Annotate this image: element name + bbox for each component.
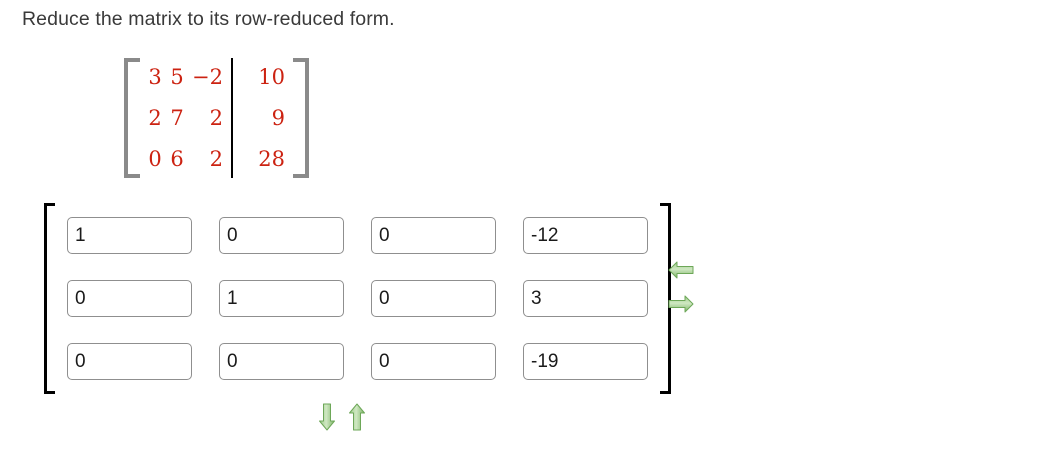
- matrix-input-r3c1[interactable]: [67, 343, 192, 380]
- given-cell-r3c2: 6: [170, 147, 184, 171]
- arrow-down-icon: [319, 403, 335, 431]
- given-matrix-column-1: 3 2 0: [144, 66, 166, 170]
- matrix-input-r2c3[interactable]: [371, 280, 496, 317]
- given-aug-r2: 9: [271, 106, 285, 130]
- add-column-arrow[interactable]: [668, 295, 694, 313]
- answer-row-1: [67, 217, 648, 254]
- arrow-left-icon: [668, 261, 694, 279]
- matrix-input-r3c4[interactable]: [523, 343, 648, 380]
- augmented-divider: [231, 58, 233, 178]
- given-cell-r1c1: 3: [148, 65, 162, 89]
- page-title: Reduce the matrix to its row-reduced for…: [22, 8, 395, 30]
- given-cell-r1c2: 5: [170, 65, 184, 89]
- remove-column-arrow[interactable]: [668, 261, 694, 279]
- given-matrix: 3 2 0 5 7 6 −2 2 2 10 9 28: [124, 58, 309, 178]
- arrow-right-icon: [668, 295, 694, 313]
- given-matrix-grid: 3 2 0 5 7 6 −2 2 2 10 9 28: [140, 58, 293, 178]
- column-controls: [668, 261, 694, 313]
- matrix-input-r2c1[interactable]: [67, 280, 192, 317]
- given-matrix-left-bracket: [124, 58, 140, 178]
- matrix-input-r2c2[interactable]: [219, 280, 344, 317]
- remove-row-arrow[interactable]: [348, 403, 366, 431]
- add-row-arrow[interactable]: [318, 403, 336, 431]
- matrix-input-r3c3[interactable]: [371, 343, 496, 380]
- matrix-input-r3c2[interactable]: [219, 343, 344, 380]
- given-matrix-right-bracket: [293, 58, 309, 178]
- answer-area: [44, 203, 671, 394]
- given-cell-r3c3: 2: [209, 147, 223, 171]
- answer-matrix: [44, 203, 671, 394]
- given-cell-r2c1: 2: [148, 106, 162, 130]
- given-aug-r1: 10: [258, 65, 285, 89]
- matrix-input-r1c1[interactable]: [67, 217, 192, 254]
- given-cell-r3c1: 0: [148, 147, 162, 171]
- answer-row-3: [67, 343, 648, 380]
- matrix-input-r2c4[interactable]: [523, 280, 648, 317]
- given-matrix-column-3: −2 2 2: [188, 66, 229, 170]
- answer-matrix-grid: [58, 203, 657, 394]
- answer-matrix-right-bracket: [657, 203, 671, 394]
- given-matrix-column-2: 5 7 6: [166, 66, 188, 170]
- answer-row-2: [67, 280, 648, 317]
- given-aug-r3: 28: [258, 147, 285, 171]
- matrix-input-r1c3[interactable]: [371, 217, 496, 254]
- answer-matrix-left-bracket: [44, 203, 58, 394]
- arrow-up-icon: [349, 403, 365, 431]
- row-controls: [318, 403, 366, 431]
- matrix-input-r1c2[interactable]: [219, 217, 344, 254]
- given-matrix-augment-column: 10 9 28: [235, 66, 289, 170]
- given-cell-r2c2: 7: [170, 106, 184, 130]
- given-cell-r2c3: 2: [209, 106, 223, 130]
- given-cell-r1c3: −2: [192, 65, 223, 89]
- matrix-input-r1c4[interactable]: [523, 217, 648, 254]
